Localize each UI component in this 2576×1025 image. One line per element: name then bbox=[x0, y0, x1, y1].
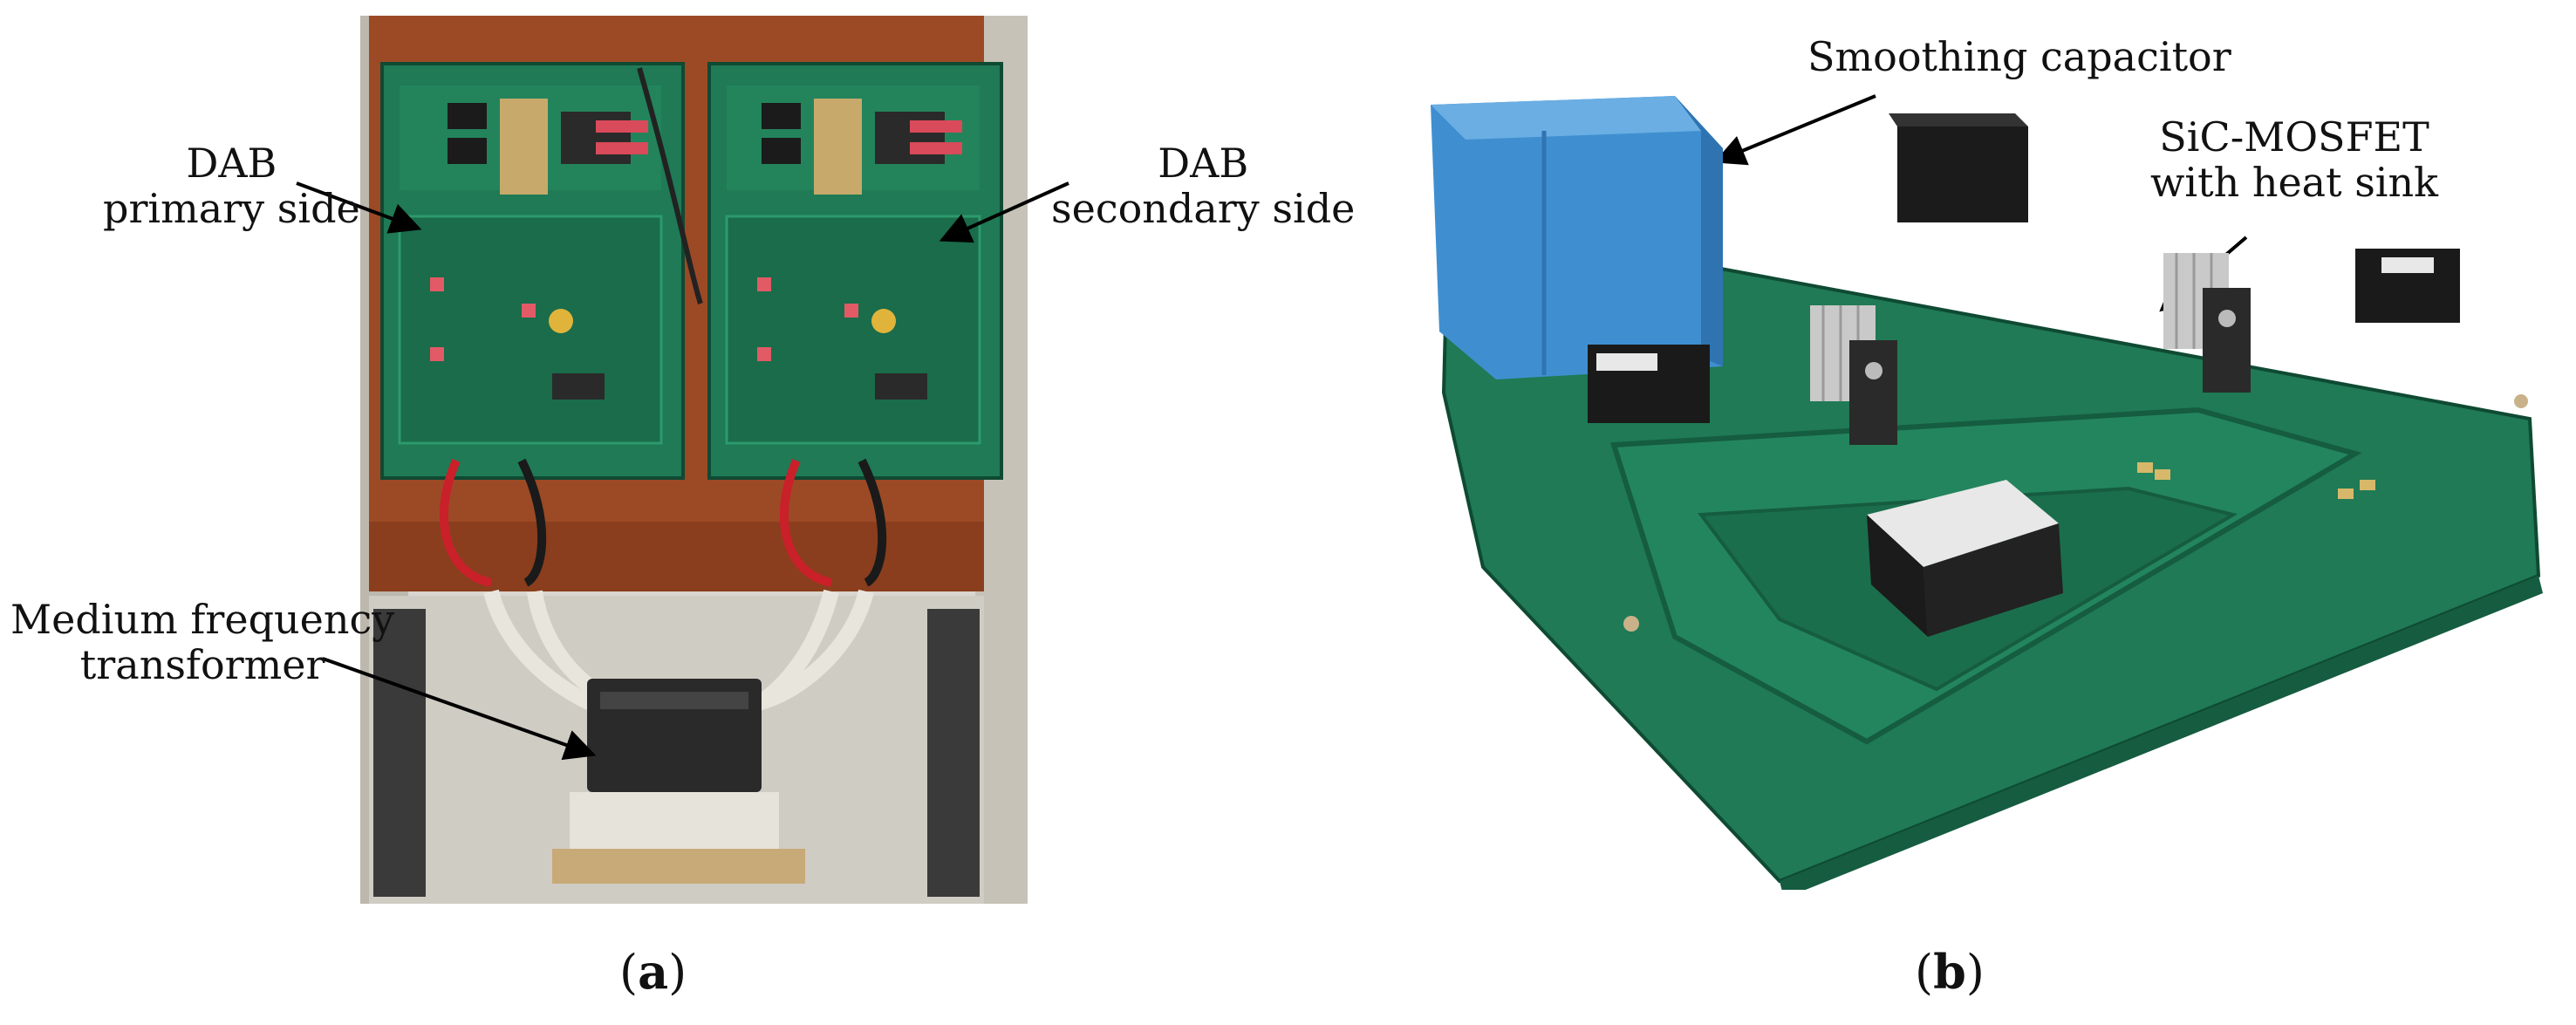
pcb-secondary-side bbox=[707, 62, 1003, 480]
smoothing-capacitor bbox=[1431, 96, 1723, 379]
heatsink-right bbox=[2163, 253, 2251, 393]
pcb-primary-side bbox=[380, 62, 685, 480]
dc-dc-converter-module bbox=[1867, 480, 2063, 637]
medium-frequency-transformer bbox=[552, 679, 805, 884]
photo-dab-prototype bbox=[360, 16, 1028, 904]
caption-a: (a) bbox=[619, 944, 687, 1000]
photo-sic-mosfet-board bbox=[1413, 79, 2573, 890]
heatsink-left bbox=[1810, 305, 1897, 445]
label-dab-primary-side: DAB primary side bbox=[103, 140, 360, 232]
label-dab-secondary-side: DAB secondary side bbox=[1051, 140, 1356, 232]
label-medium-frequency-transformer: Medium frequency transformer bbox=[10, 596, 395, 688]
label-smoothing-capacitor: Smoothing capacitor bbox=[1807, 33, 2231, 80]
caption-b: (b) bbox=[1915, 944, 1985, 1000]
label-sic-mosfet-heat-sink: SiC-MOSFET with heat sink bbox=[2150, 113, 2439, 206]
